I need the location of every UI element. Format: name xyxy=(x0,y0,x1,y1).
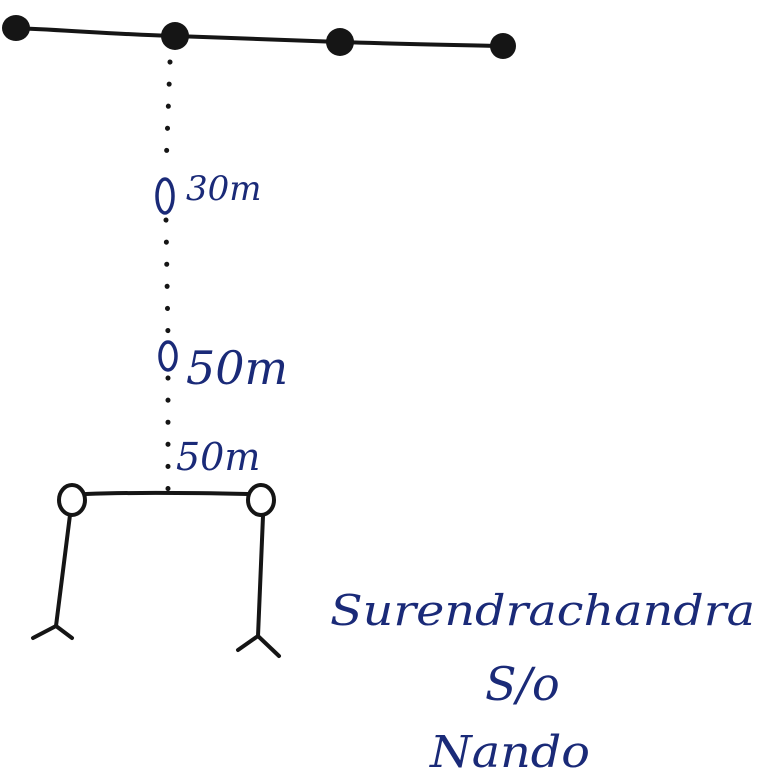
caption-name: Surendrachandra xyxy=(330,586,755,635)
caption-relation: S/o xyxy=(485,657,560,711)
pole-dot-2 xyxy=(161,22,189,50)
distance-label-lower: 50m xyxy=(176,435,260,479)
connecting-line xyxy=(84,490,250,496)
pole-dot-1 xyxy=(2,15,30,41)
stick-figure-right xyxy=(236,483,281,658)
dotted-service-line xyxy=(163,59,173,501)
distance-label-upper: 30m xyxy=(186,169,262,209)
pole-dot-3 xyxy=(326,28,354,56)
overhead-power-line xyxy=(14,26,505,48)
pole-circle-middle xyxy=(158,340,178,372)
pole-circle-upper xyxy=(155,177,175,215)
distance-label-middle: 50m xyxy=(186,341,288,395)
pole-dot-4 xyxy=(490,33,516,59)
caption-father-name: Nando xyxy=(429,727,590,777)
stick-figure-left xyxy=(31,483,87,640)
